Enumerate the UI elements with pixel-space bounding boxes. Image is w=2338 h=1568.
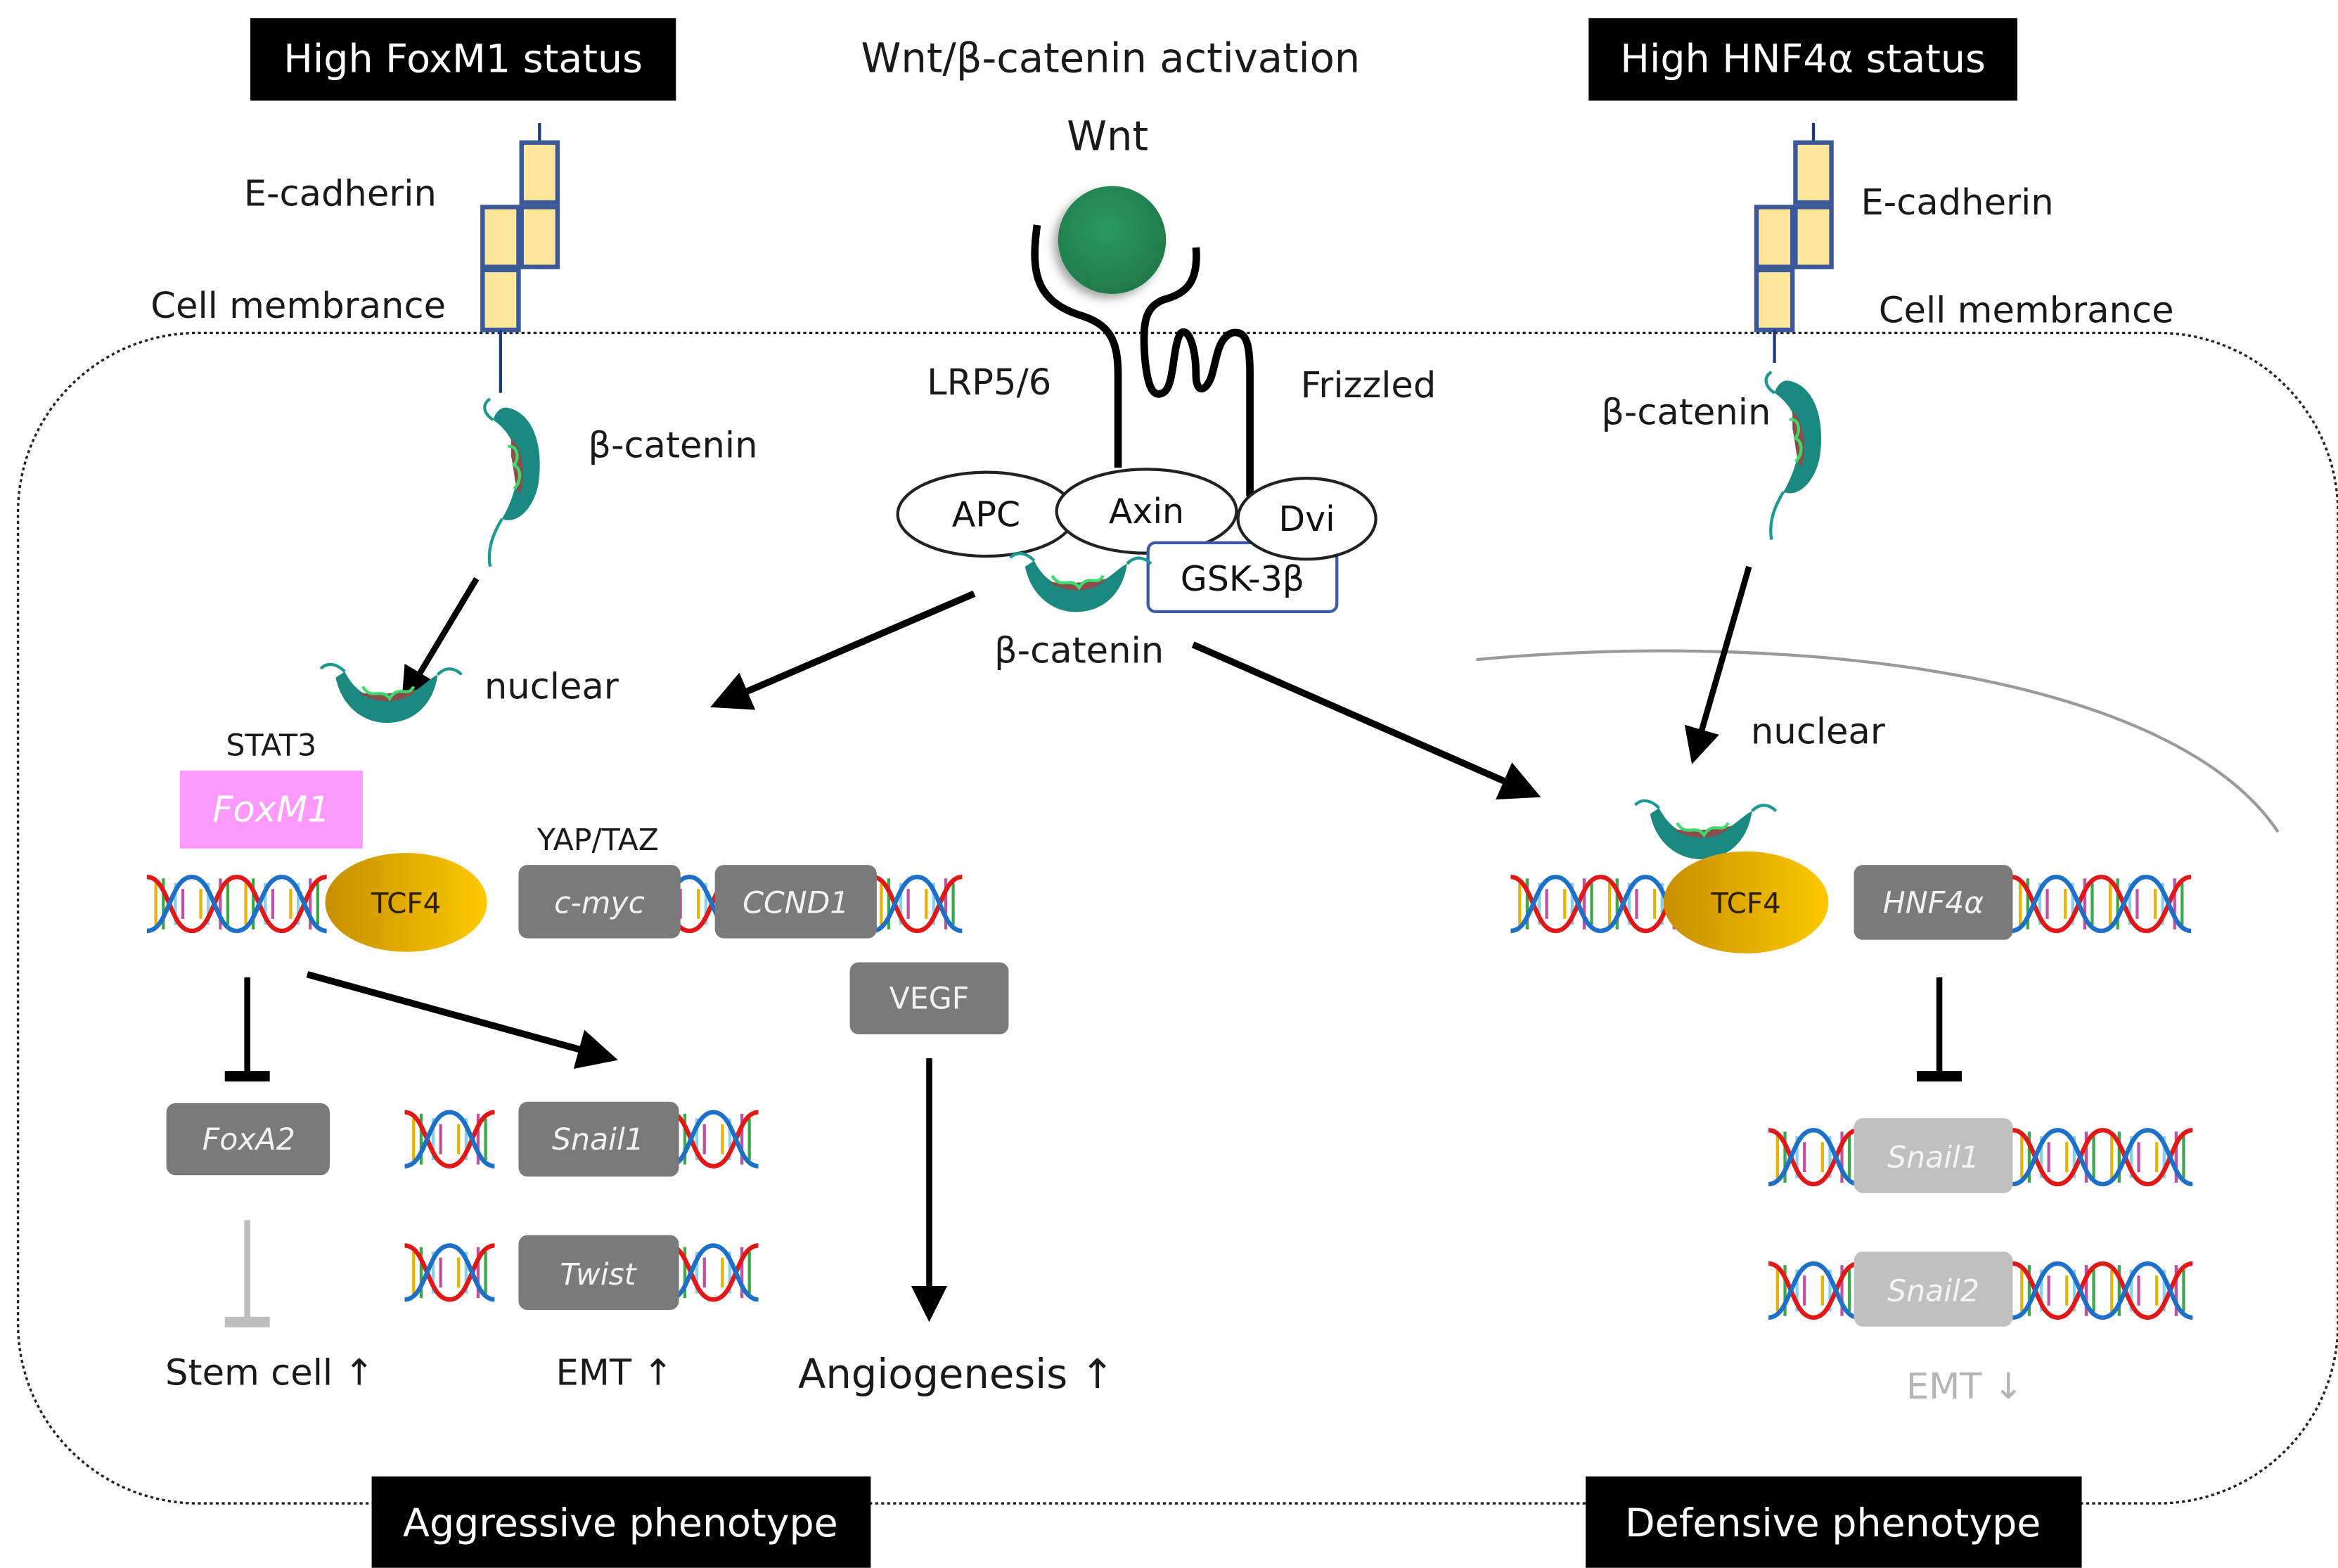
gene-box-hnf4a: HNF4α: [1854, 865, 2013, 940]
dna-strand-right: [1510, 877, 2191, 931]
lrp-label: LRP5/6: [927, 362, 1051, 404]
nuclear-label-left: nuclear: [484, 667, 619, 708]
axin-oval: Axin: [1055, 468, 1238, 555]
frizzled-receptor: [1140, 247, 1262, 512]
hnf4a-label: HNF4α: [1883, 885, 1984, 920]
tcf4-right-label: TCF4: [1710, 886, 1781, 920]
arrow-bcat-to-right-nucleus: [1684, 565, 1752, 764]
banner-high-foxm1: High FoxM1 status: [250, 18, 676, 101]
beta-catenin-label-left: β-catenin: [588, 425, 757, 466]
foxm1-box: FoxM1: [179, 770, 363, 849]
yap-taz-label: YAP/TAZ: [537, 823, 659, 858]
arrow-bcat-to-left-nucleus: [402, 577, 480, 704]
e-cadherin-right: [1754, 123, 1834, 364]
banner-high-foxm1-label: High FoxM1 status: [283, 37, 643, 82]
gene-box-snail1-left: Snail1: [518, 1101, 679, 1177]
beta-catenin-left-nucleus: [321, 664, 461, 723]
gene-box-snail1-right: Snail1: [1854, 1118, 2013, 1193]
diagram-title: Wnt/β-catenin activation: [861, 35, 1361, 82]
gsk3b-box: GSK-3β: [1146, 541, 1339, 614]
foxa2-label: FoxA2: [203, 1122, 295, 1157]
dvl-label: Dvi: [1278, 499, 1335, 539]
ccnd1-label: CCND1: [743, 885, 849, 920]
banner-high-hnf4a: High HNF4α status: [1588, 18, 2017, 101]
banner-aggressive: Aggressive phenotype: [371, 1476, 871, 1568]
arrow-to-snail1: [306, 971, 618, 1069]
beta-catenin-label-right: β-catenin: [1601, 392, 1771, 433]
snail1-left-label: Snail1: [552, 1122, 644, 1157]
banner-defensive: Defensive phenotype: [1586, 1476, 2082, 1568]
inhibit-foxa2: [224, 977, 270, 1082]
beta-catenin-right-membrane: [1766, 372, 1821, 540]
dvl-oval: Dvi: [1236, 477, 1377, 561]
axin-label: Axin: [1109, 491, 1184, 532]
nuclear-label-right: nuclear: [1751, 711, 1886, 752]
e-cadherin-left: [480, 123, 560, 393]
gene-box-c-myc: c-myc: [518, 865, 681, 939]
inhibit-snail-right: [1917, 977, 1963, 1082]
cell-membrane-label-left: Cell membrance: [150, 285, 446, 327]
beta-catenin-left-membrane: [484, 399, 539, 567]
wnt-label: Wnt: [1067, 113, 1148, 160]
outcome-emt-down: EMT ↓: [1906, 1366, 2024, 1408]
banner-defensive-label: Defensive phenotype: [1625, 1501, 2041, 1546]
snail1-right-label: Snail1: [1887, 1140, 1979, 1176]
apc-oval: APC: [896, 470, 1077, 558]
nucleus-boundary-arc: [1476, 649, 2280, 833]
cell-membrane-label-right: Cell membrance: [1879, 290, 2174, 332]
vegf-label: VEGF: [889, 982, 970, 1017]
tcf4-left: TCF4: [325, 853, 487, 952]
outcome-emt-up: EMT ↑: [555, 1353, 673, 1394]
lrp-receptor: [1031, 224, 1122, 468]
tcf4-left-label: TCF4: [371, 886, 442, 920]
e-cadherin-label-right: E-cadherin: [1861, 182, 2054, 224]
banner-high-hnf4a-label: High HNF4α status: [1620, 37, 1986, 82]
c-myc-label: c-myc: [554, 885, 645, 920]
stat3-label: STAT3: [226, 728, 316, 764]
beta-catenin-center: [1010, 553, 1151, 612]
twist-label: Twist: [560, 1257, 637, 1292]
outcome-angiogenesis: Angiogenesis ↑: [798, 1351, 1115, 1398]
gene-box-foxa2: FoxA2: [166, 1103, 330, 1176]
e-cadherin-label-left: E-cadherin: [244, 173, 437, 214]
gsk3b-label: GSK-3β: [1181, 558, 1304, 599]
gene-box-vegf: VEGF: [849, 962, 1009, 1034]
arrow-center-to-left: [710, 590, 976, 710]
apc-label: APC: [952, 494, 1020, 534]
arrow-center-to-right: [1191, 641, 1541, 800]
gene-box-twist: Twist: [518, 1235, 679, 1311]
banner-aggressive-label: Aggressive phenotype: [403, 1501, 838, 1546]
gene-box-snail2: Snail2: [1854, 1252, 2013, 1327]
frizzled-label: Frizzled: [1301, 365, 1437, 406]
beta-catenin-label-center: β-catenin: [994, 630, 1164, 671]
snail2-label: Snail2: [1887, 1273, 1979, 1309]
tcf4-right: TCF4: [1663, 851, 1829, 953]
beta-catenin-right-nucleus: [1635, 801, 1775, 859]
outcome-stem-cell: Stem cell ↑: [165, 1353, 374, 1394]
inhibit-stem-cell: [224, 1220, 270, 1328]
gene-box-ccnd1: CCND1: [714, 865, 877, 939]
foxm1-label: FoxM1: [212, 789, 330, 830]
wnt-ligand: [1058, 186, 1167, 295]
